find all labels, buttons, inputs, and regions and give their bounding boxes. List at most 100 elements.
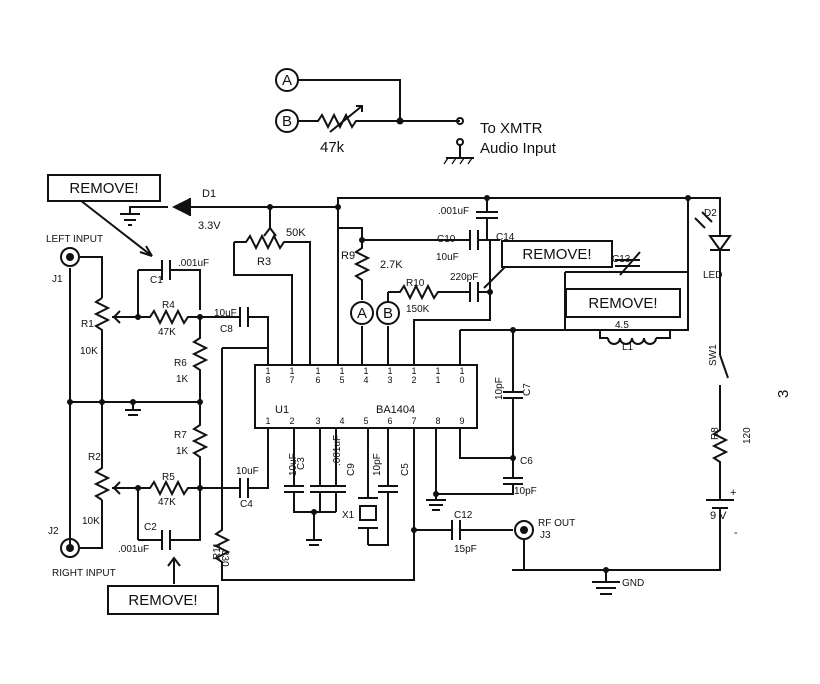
- d1-ground-wire: [129, 206, 168, 214]
- remove-box-c13: [565, 288, 681, 318]
- ic-top-pin-label: 1: [435, 366, 440, 376]
- sw1-label: SW1: [708, 344, 719, 366]
- terminal-out: [456, 117, 464, 125]
- ic-top-pin-label: 1: [265, 366, 270, 376]
- c1-value: .001uF: [178, 258, 209, 269]
- ic-top-pin-label: 2: [411, 375, 416, 385]
- c7-label: C7: [522, 383, 533, 396]
- c3-ground: [306, 512, 322, 546]
- ic-top-pin-label: 1: [315, 366, 320, 376]
- callout-arrow-4: [167, 556, 181, 584]
- pin12-wire: [413, 292, 491, 365]
- c5-label: C5: [400, 463, 411, 476]
- remove-c13-text: REMOVE!: [588, 295, 657, 312]
- junction-dots: [67, 195, 691, 573]
- pot-47k: [298, 112, 460, 130]
- d1-label: D1: [202, 188, 216, 200]
- r1-wiper: [112, 270, 139, 318]
- r1-label: R1: [81, 319, 94, 330]
- remove-box-top-left: [47, 174, 161, 202]
- c9-label: C9: [346, 463, 357, 476]
- c12-value: 15pF: [454, 544, 477, 555]
- l1-label: L1: [622, 342, 634, 353]
- ic-top-pin-label: 0: [459, 375, 464, 385]
- c1-label: C1: [150, 275, 163, 286]
- r11: [213, 347, 415, 581]
- trim-cap: [469, 282, 479, 302]
- r8-value: 120: [742, 427, 753, 444]
- ic-bottom-pin-label: 8: [435, 416, 440, 426]
- u1-part-label: BA1404: [376, 404, 415, 416]
- c6: [436, 428, 523, 495]
- rf-out-label: RF OUT: [538, 518, 575, 529]
- r10: [388, 283, 470, 301]
- c9: [326, 428, 346, 512]
- ic-top-pin-label: 1: [411, 366, 416, 376]
- terminal-gnd: [456, 138, 464, 146]
- r6-value: 1K: [176, 374, 189, 385]
- r3-arrow: [263, 227, 277, 237]
- battery-label: 9 V: [710, 510, 727, 522]
- c10-value: 10uF: [436, 252, 459, 263]
- ic-bottom-pin-label: 4: [339, 416, 344, 426]
- battery-minus: -: [734, 527, 738, 539]
- node-a-label: A: [282, 72, 292, 89]
- remove-top-left-text: REMOVE!: [69, 180, 138, 197]
- r2: [80, 402, 111, 549]
- node-b-main-label: B: [383, 305, 393, 322]
- c14: [476, 198, 498, 240]
- d1-value: 3.3V: [198, 220, 221, 232]
- right-input-label: RIGHT INPUT: [52, 568, 116, 579]
- c5: [368, 428, 398, 546]
- r1-arrow: [113, 310, 121, 324]
- ic-bottom-pin-label: 5: [363, 416, 368, 426]
- ic-top-pin-label: 5: [339, 375, 344, 385]
- r7: [191, 402, 209, 490]
- r9-value: 2.7K: [380, 259, 403, 271]
- remove-bottom-text: REMOVE!: [128, 592, 197, 609]
- rail-to-led: [688, 197, 721, 230]
- c8-label: C8: [220, 324, 233, 335]
- wire-a: [298, 79, 401, 121]
- r2-value: 10K: [82, 516, 100, 527]
- x1-label: X1: [342, 510, 355, 521]
- r2-wiper: [112, 487, 139, 540]
- ic-bottom-pin-label: 3: [315, 416, 320, 426]
- j1-jack: [60, 247, 80, 267]
- ic-top-pin-label: 1: [363, 366, 368, 376]
- ic-top-pin-label: 1: [289, 366, 294, 376]
- r9-label: R9: [341, 250, 355, 262]
- l1-coil: [607, 337, 657, 345]
- r8-label: R8: [710, 427, 721, 440]
- node-b-main: [376, 301, 400, 325]
- c9-value: .001uF: [332, 435, 343, 466]
- callout-arrow-1: [79, 199, 153, 257]
- ic-bottom-pin-label: 2: [289, 416, 294, 426]
- r3-label: R3: [257, 256, 271, 268]
- r10-value: 150K: [406, 304, 430, 315]
- r5-label: R5: [162, 472, 175, 483]
- ground-top: [446, 145, 474, 159]
- callout-arrowhead-1: [139, 245, 153, 257]
- ground-hatch: [443, 157, 473, 165]
- ic-bottom-pin-label: 9: [459, 416, 464, 426]
- j1-label: J1: [52, 274, 63, 285]
- ic-top-pin-label: 8: [265, 375, 270, 385]
- c14-label: C14: [496, 232, 515, 243]
- page-number: 3: [775, 390, 792, 398]
- d2-led: [708, 230, 732, 252]
- c3-value: 10uF: [288, 453, 299, 476]
- ic-bottom-pin-label: 6: [387, 416, 392, 426]
- ic-bottom-pin-label: 1: [265, 416, 270, 426]
- c12-label: C12: [454, 510, 473, 521]
- top-circuit: A B 47k To XMTR Audio Input: [275, 68, 557, 165]
- remove-box-c10: [501, 240, 613, 268]
- dest-line2: Audio Input: [480, 140, 557, 157]
- left-input-label: LEFT INPUT: [46, 234, 103, 245]
- ic-top-pin-label: 1: [459, 366, 464, 376]
- c13-label: C13: [612, 254, 631, 265]
- r11-value: 330: [219, 550, 230, 567]
